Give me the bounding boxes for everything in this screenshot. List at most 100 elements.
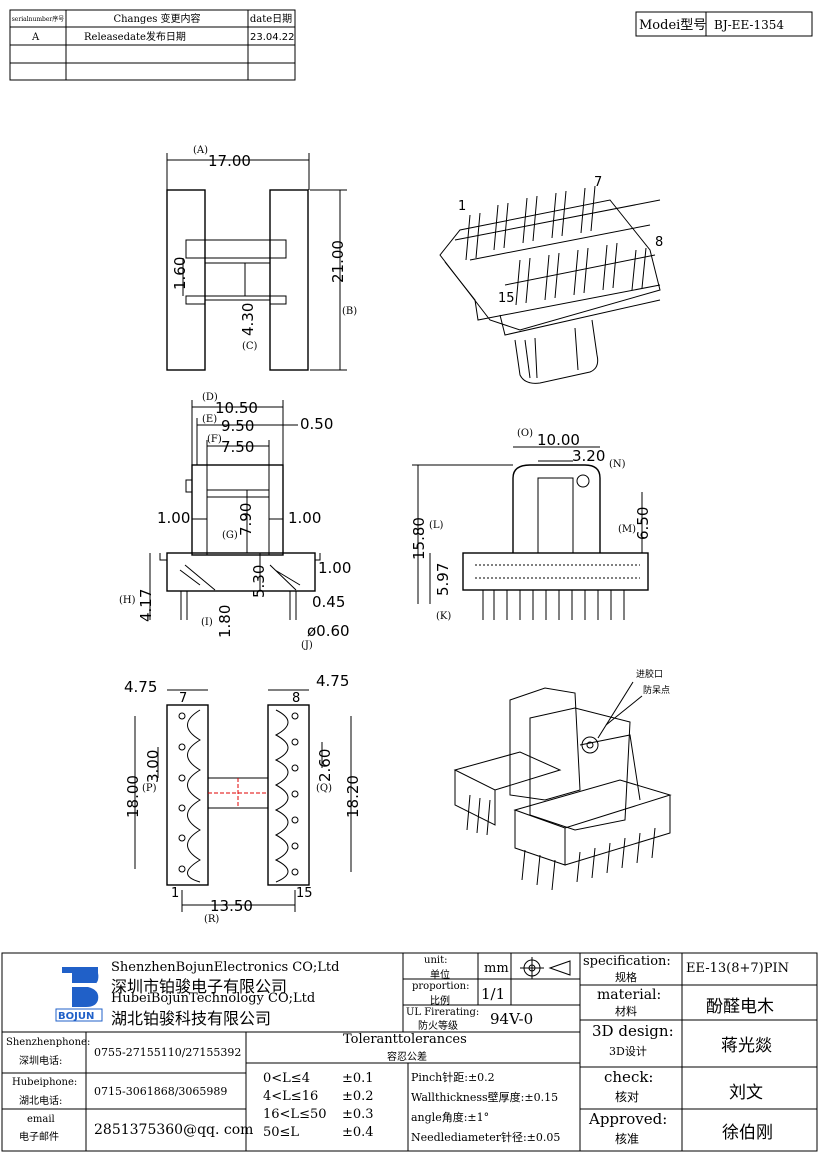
dim-d-value: 10.50	[215, 399, 258, 417]
approved-label-zh: 核准	[615, 1132, 640, 1146]
proportion-value: 1/1	[481, 985, 506, 1003]
contact-sz-value: 0755-27155110/27155392	[94, 1046, 242, 1059]
model-label: Modei型号	[639, 18, 706, 33]
company-name-2-zh: 湖北铂骏科技有限公司	[111, 1009, 272, 1028]
dim-a-value: 17.00	[208, 152, 251, 170]
material-value: 酚醛电木	[706, 997, 774, 1017]
approved-value: 徐伯刚	[722, 1123, 773, 1143]
proportion-label-zh: 比例	[430, 996, 450, 1007]
dim-c-value: 4.30	[239, 303, 257, 336]
spec-value: EE-13(8+7)PIN	[686, 961, 789, 976]
bottom-view: 4.75 4.75 7 8 1 15 18.00 3.00 (P) 18.20 …	[124, 672, 362, 925]
dim-a-label: (A)	[193, 145, 208, 156]
iso-top-pin-1: 1	[458, 199, 466, 214]
contact-sz-label: Shenzhenphone:	[6, 1037, 91, 1048]
dim-m-label: (M)	[618, 524, 636, 535]
dim-f-label: (F)	[207, 434, 222, 445]
dim-flange: 1.00	[318, 559, 351, 577]
bottom-pins	[178, 709, 299, 883]
contact-hb-label: Hubeiphone:	[12, 1077, 78, 1088]
iso-top-pin-8: 8	[655, 235, 663, 250]
dim-pin-length: 1.80	[216, 605, 234, 638]
front-view: (D) 10.50 (E) 9.50 0.50 (F) 7.50 7.90 (G…	[119, 392, 351, 651]
bottom-left-width: 4.75	[124, 678, 157, 696]
tolerance-value: ±0.1	[342, 1071, 374, 1086]
dim-wall-left: 1.00	[157, 509, 190, 527]
dim-b-label: (B)	[342, 306, 357, 317]
rev-header-date: date日期	[250, 13, 292, 25]
bottom-pin-1: 1	[171, 886, 179, 901]
model-box: Modei型号 BJ-EE-1354	[635, 11, 813, 37]
dim-r-label: (R)	[204, 914, 219, 925]
dim-n-value: 3.20	[572, 447, 605, 465]
misc-tolerances: Pinch针距:±0.2 Wallthickness壁厚度:±0.15 angl…	[411, 1068, 560, 1148]
dim-k-label: (K)	[436, 611, 451, 622]
title-block: BOJUN	[1, 952, 818, 1152]
dim-c-label: (C)	[242, 341, 258, 352]
bottom-pin-8: 8	[292, 691, 300, 706]
rev-row-date: 23.04.22	[250, 32, 295, 43]
unit-label: unit:	[424, 955, 448, 966]
revision-table: serialnumber序号 Changes 变更内容 date日期 A Rel…	[9, 9, 296, 81]
top-view: (A) 17.00 21.00 (B) 1.60 4.30 (C)	[166, 145, 357, 371]
rev-row-changes: Releasedate发布日期	[84, 30, 186, 43]
tolerance-range: 50≤L	[263, 1125, 300, 1140]
rev-row-serial: A	[31, 32, 40, 43]
tolerance-title-zh: 容忍公差	[387, 1052, 427, 1063]
contact-email-label: email	[27, 1114, 55, 1125]
iso-top-pin-15: 15	[498, 291, 515, 306]
check-label-zh: 核对	[615, 1090, 640, 1104]
dim-b-value: 21.00	[329, 240, 347, 283]
bottom-pin-7: 7	[179, 691, 187, 706]
bottom-right-width: 4.75	[316, 672, 349, 690]
dim-q-label: (Q)	[316, 783, 332, 794]
misc-tolerance: Needlediameter针径:±0.05	[411, 1131, 561, 1144]
design-value: 蒋光燚	[721, 1036, 772, 1056]
tolerance-title: Toleranttolerances	[343, 1032, 467, 1047]
tolerance-value: ±0.3	[342, 1107, 374, 1122]
rev-header-serial: serialnumber序号	[12, 15, 65, 23]
dim-h-value: 4.17	[137, 589, 155, 622]
design-label: 3D design:	[592, 1022, 674, 1040]
dim-e-right: 0.50	[300, 415, 333, 433]
side-view: (O) 10.00 3.20 (N) 15.80 (L) 5.97 (K) 6.…	[410, 428, 652, 622]
approved-label: Approved:	[589, 1110, 668, 1128]
dim-g-label: (G)	[222, 530, 238, 541]
tolerance-values: ±0.1 ±0.2 ±0.3 ±0.4	[342, 1070, 374, 1142]
dim-k-value: 5.97	[434, 563, 452, 596]
company-name-1-zh: 深圳市铂骏电子有限公司	[111, 977, 288, 996]
tolerance-value: ±0.4	[342, 1125, 374, 1140]
logo-text: BOJUN	[58, 1011, 94, 1022]
spec-label: specification:	[583, 954, 671, 969]
spec-label-zh: 规格	[615, 971, 637, 984]
dim-slot-value: 1.60	[171, 257, 189, 290]
dim-d-label: (D)	[202, 392, 218, 403]
dim-e-value: 9.50	[221, 417, 254, 435]
dim-e-label: (E)	[202, 414, 217, 425]
material-label: material:	[597, 987, 662, 1003]
dim-j-value: ø0.60	[307, 622, 350, 640]
dim-i-label: (I)	[201, 617, 213, 628]
dim-q-value: 18.20	[344, 775, 362, 818]
dim-r-value: 13.50	[210, 897, 253, 915]
dim-l-value: 15.80	[410, 517, 428, 560]
contact-hb-label-zh: 湖北电话:	[19, 1096, 63, 1107]
fire-value: 94V-0	[490, 1010, 534, 1028]
rev-header-changes: Changes 变更内容	[113, 12, 200, 25]
dim-wall-right: 1.00	[288, 509, 321, 527]
projection-symbol-icon	[520, 957, 571, 979]
fire-label-zh: 防火等级	[418, 1021, 458, 1032]
dim-n-label: (N)	[609, 459, 626, 470]
design-label-zh: 3D设计	[609, 1045, 647, 1058]
bojun-logo: BOJUN	[55, 967, 103, 1022]
iso-top-pin-7: 7	[594, 175, 602, 190]
contact-email-label-zh: 电子邮件	[19, 1132, 59, 1143]
dim-j-label: (J)	[301, 640, 313, 651]
check-label: check:	[604, 1068, 654, 1086]
contact-email-value: 2851375360@qq. com	[94, 1122, 254, 1138]
dim-h-label: (H)	[119, 595, 136, 606]
proportion-label: proportion:	[412, 981, 470, 992]
dim-p-pitch: 3.00	[144, 750, 162, 783]
model-value: BJ-EE-1354	[714, 18, 784, 32]
